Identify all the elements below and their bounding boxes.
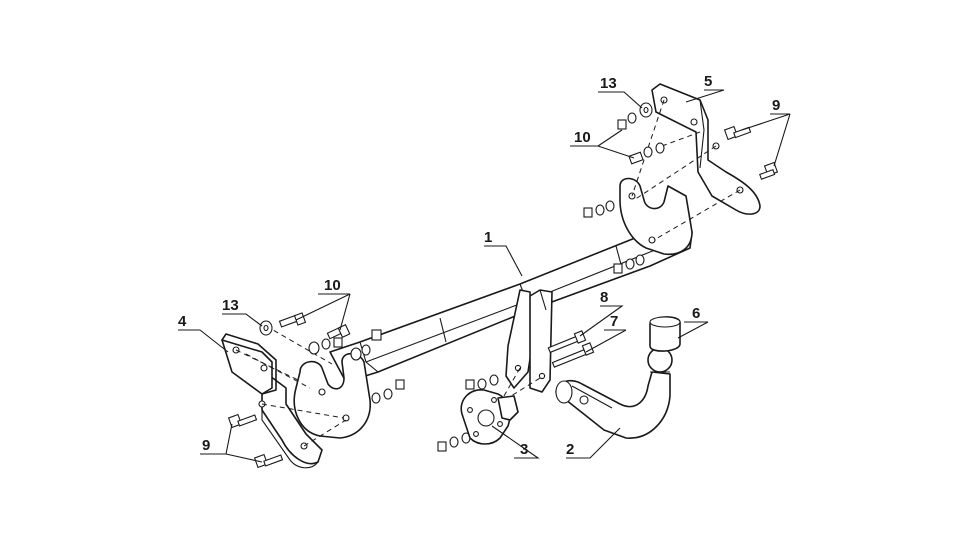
label-part-3: 3 [520, 441, 528, 458]
label-part-1: 1 [484, 229, 492, 246]
right-hardware [583, 102, 779, 274]
label-part-5: 5 [704, 73, 712, 90]
center-hardware [437, 330, 595, 452]
label-part-13-left: 13 [222, 297, 239, 314]
label-part-6: 6 [692, 305, 700, 322]
label-part-7: 7 [610, 313, 618, 330]
label-part-8: 8 [600, 289, 608, 306]
label-part-2: 2 [566, 441, 574, 458]
label-part-13-right: 13 [600, 75, 617, 92]
label-part-9-right: 9 [772, 97, 780, 114]
left-beam-plate [293, 352, 371, 439]
ball-neck [555, 347, 673, 439]
part-labels: 1 2 3 4 5 6 7 8 9 9 10 10 13 13 [178, 73, 780, 458]
assembly-lines [235, 99, 741, 447]
leader-lines [178, 89, 791, 463]
label-part-10-left: 10 [324, 277, 341, 294]
right-side-bracket [651, 83, 761, 215]
label-part-10-right: 10 [574, 129, 591, 146]
label-part-4: 4 [178, 313, 187, 330]
center-bracket [505, 289, 553, 393]
socket-plate [460, 389, 519, 445]
left-side-bracket [221, 333, 323, 469]
ball-cover [649, 316, 681, 352]
label-part-9-left: 9 [202, 437, 210, 454]
